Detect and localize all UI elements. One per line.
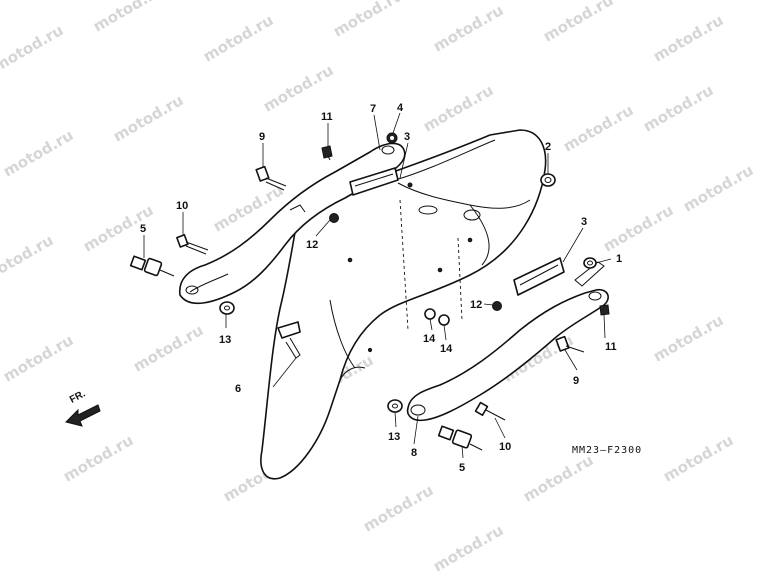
callout-3-right: 3 <box>581 216 587 228</box>
callout-13-left: 13 <box>219 334 231 346</box>
callout-5-right: 5 <box>459 462 465 474</box>
callout-7: 7 <box>370 103 376 115</box>
callout-14-right: 14 <box>440 343 453 355</box>
bolt-part-11-left <box>321 145 333 161</box>
callout-11-left: 11 <box>321 111 333 123</box>
callout-14-left: 14 <box>423 333 436 345</box>
reflector-right <box>513 257 565 296</box>
collar-part-14 <box>424 308 450 326</box>
callout-12-left: 12 <box>306 239 318 251</box>
right-grab-rail <box>406 261 609 422</box>
mount-part-5-left <box>129 255 175 277</box>
nut-part-12-right <box>492 301 502 311</box>
callout-10-right: 10 <box>499 441 511 453</box>
diagram-code: MM23–F2300 <box>572 445 643 456</box>
callout-10-left: 10 <box>176 200 188 212</box>
washer-part-13-right <box>387 399 403 413</box>
bolt-part-9-right <box>555 335 585 353</box>
nut-part-1 <box>583 257 597 269</box>
front-direction-arrow <box>65 404 101 427</box>
bolt-part-9-left <box>255 165 287 191</box>
rear-fender <box>260 129 547 480</box>
nut-part-12-left <box>329 213 339 223</box>
callout-9-right: 9 <box>573 375 579 387</box>
callout-13-right: 13 <box>388 431 400 443</box>
bolt-part-10-left <box>176 234 209 255</box>
callout-1: 1 <box>616 253 622 265</box>
bolt-part-11-right <box>599 304 610 316</box>
callout-6: 6 <box>235 383 241 395</box>
callout-2: 2 <box>545 141 551 153</box>
left-grab-rail <box>179 142 406 305</box>
callout-9-left: 9 <box>259 131 265 143</box>
callout-12-right: 12 <box>470 299 482 311</box>
mount-part-5-right <box>437 425 483 451</box>
nut-part-2 <box>540 173 556 187</box>
callouts: 1 2 3 3 4 5 5 6 7 8 9 9 10 10 11 11 12 1… <box>140 102 622 474</box>
bolt-part-10-right <box>474 401 506 421</box>
callout-3-left: 3 <box>404 131 410 143</box>
washer-part-13-left <box>219 301 235 315</box>
nut-part-4 <box>386 132 398 144</box>
leader-lines <box>143 112 612 459</box>
callout-4: 4 <box>397 102 404 114</box>
callout-8: 8 <box>411 447 417 459</box>
callout-11-right: 11 <box>605 341 617 353</box>
callout-5-left: 5 <box>140 223 146 235</box>
reflector-left <box>349 167 399 196</box>
